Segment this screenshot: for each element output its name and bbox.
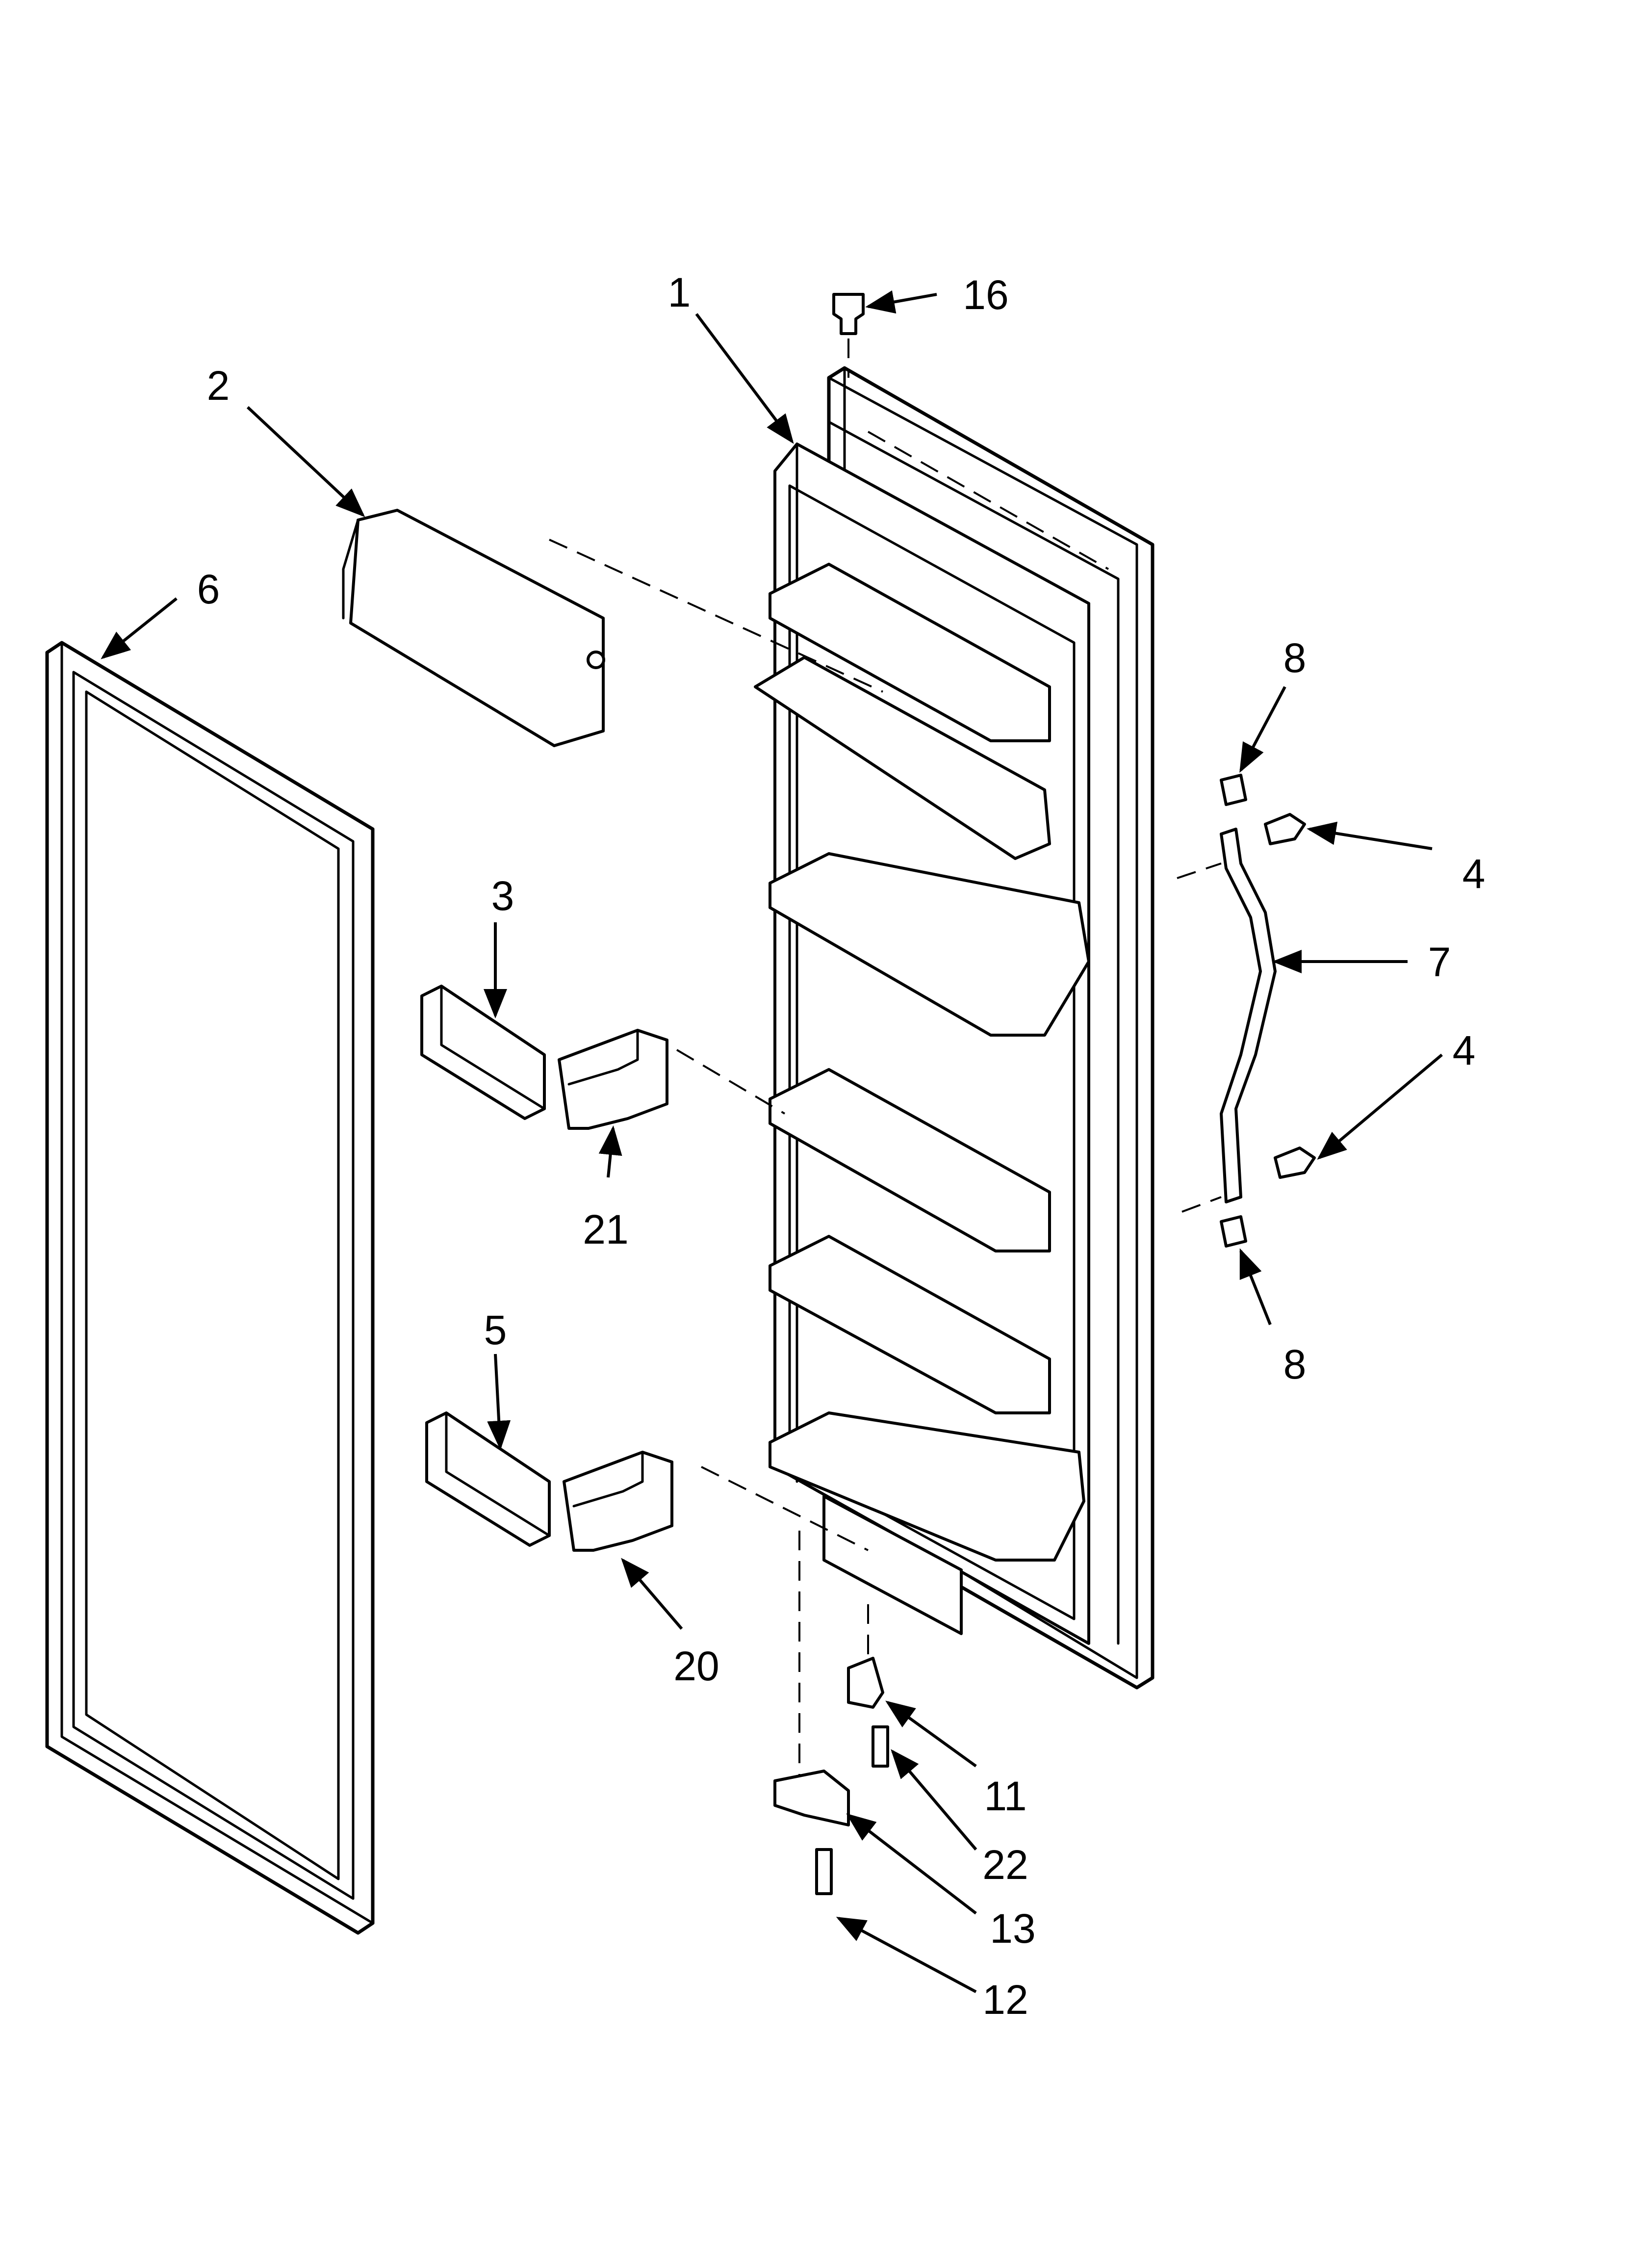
leader-21 (598, 1125, 622, 1178)
callout-2: 2 (207, 363, 230, 409)
shelf-retainer-5 (425, 1411, 551, 1547)
leader-2 (246, 406, 365, 518)
callout-4b: 4 (1453, 1027, 1476, 1073)
callout-13: 13 (990, 1905, 1035, 1952)
door-gasket (45, 641, 375, 1935)
leader-16 (865, 290, 937, 314)
dairy-compartment-door (342, 509, 883, 747)
handle-screw-lower (1274, 1147, 1316, 1179)
refrigerator-door (754, 366, 1155, 1690)
callout-12: 12 (982, 1977, 1028, 2023)
leader-22 (891, 1749, 977, 1851)
door-handle (1177, 828, 1277, 1213)
door-plug (832, 293, 865, 378)
shelf-retainer-3 (420, 985, 546, 1120)
callout-labels: 1 2 3 4 4 5 6 7 8 8 11 12 13 16 20 21 22 (197, 269, 1486, 2023)
leader-1 (695, 313, 794, 444)
callout-22: 22 (982, 1842, 1028, 1888)
callout-6: 6 (197, 566, 220, 612)
callout-5: 5 (484, 1307, 507, 1353)
leader-6 (101, 597, 178, 659)
callout-21: 21 (583, 1206, 628, 1252)
handle-clip-lower (1220, 1215, 1247, 1248)
hinge-pin-bracket (847, 1604, 884, 1709)
callout-20: 20 (673, 1643, 719, 1689)
door-shelves (754, 563, 1090, 1635)
handle-clip-upper (1220, 774, 1247, 806)
leader-11 (885, 1700, 977, 1768)
callout-3: 3 (491, 873, 514, 919)
leader-4b (1317, 1053, 1443, 1160)
handle-screw-upper (1264, 813, 1306, 845)
hinge-screw-12 (815, 1848, 833, 1895)
leader-12 (836, 1917, 977, 1993)
leader-5 (487, 1354, 511, 1450)
callout-8b: 8 (1283, 1341, 1307, 1387)
shelf-end-cap-20 (563, 1451, 869, 1552)
bottom-hinge (773, 1531, 850, 1826)
leader-20 (621, 1558, 683, 1630)
callout-7: 7 (1428, 939, 1451, 985)
leader-arrows (101, 290, 1443, 1993)
shelf-end-cap-21 (558, 1029, 786, 1130)
callout-16: 16 (963, 272, 1008, 318)
callout-1: 1 (668, 269, 691, 315)
hinge-screw-22 (872, 1725, 889, 1768)
leader-13 (846, 1813, 977, 1915)
callout-4a: 4 (1462, 851, 1486, 897)
leader-8b (1239, 1248, 1272, 1326)
callout-11: 11 (984, 1773, 1026, 1819)
leader-8a (1239, 686, 1286, 773)
callout-8a: 8 (1283, 635, 1307, 681)
leader-4a (1307, 821, 1433, 850)
